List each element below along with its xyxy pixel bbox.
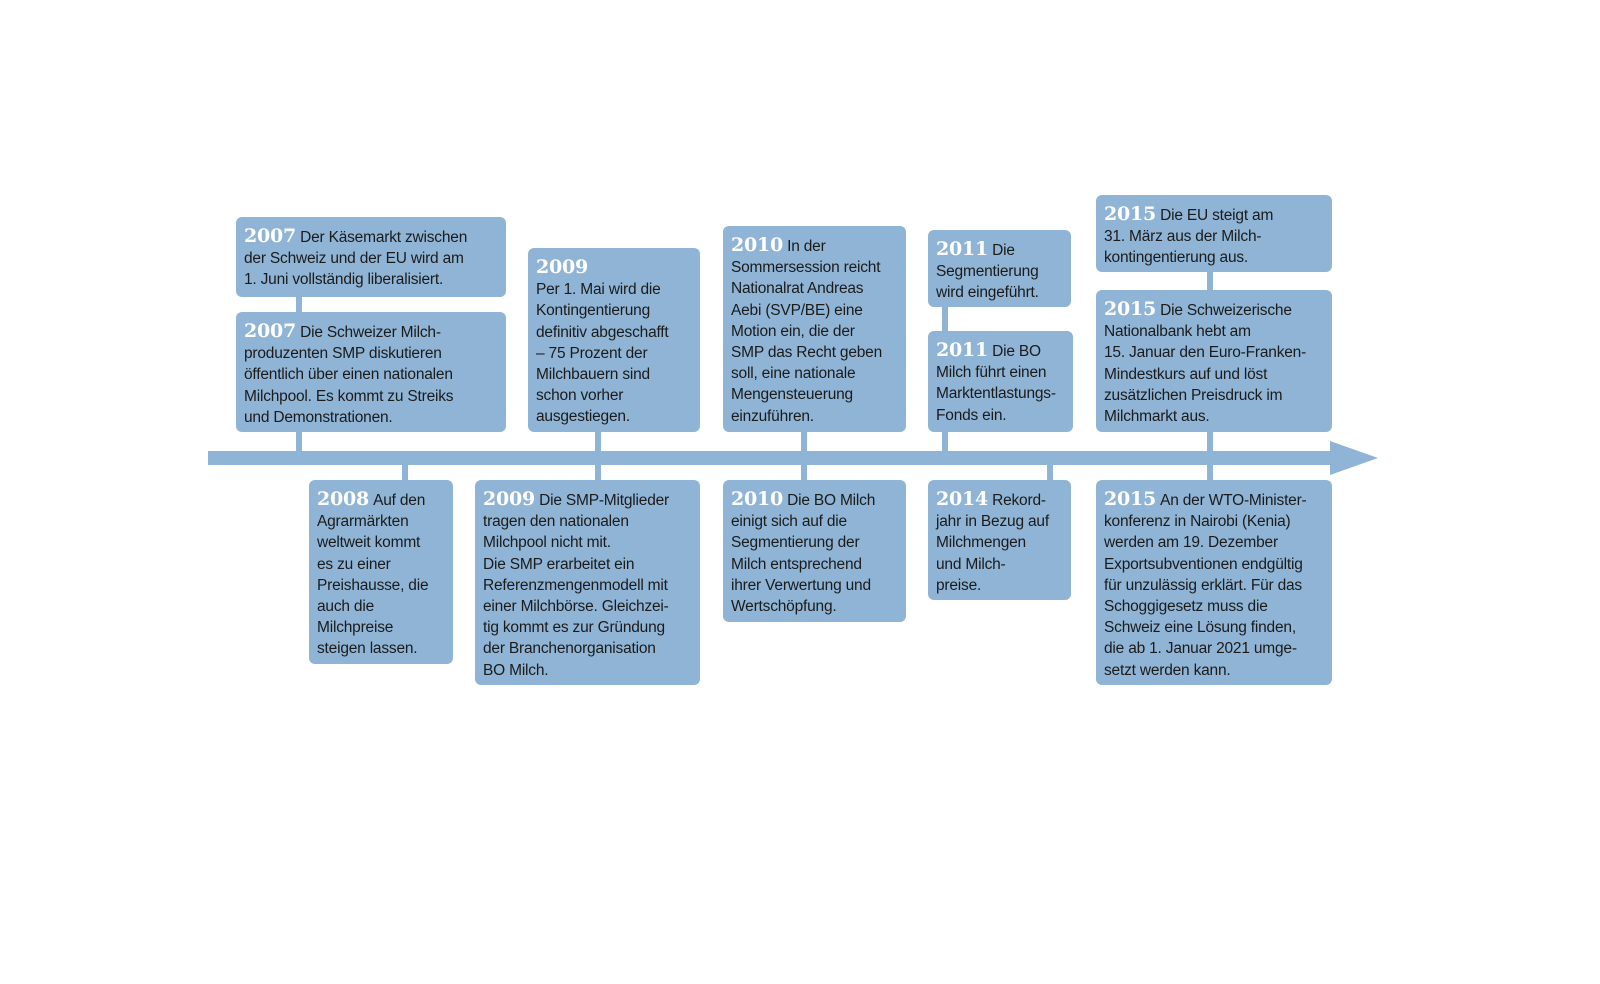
- event-year: 2015: [1104, 298, 1157, 320]
- timeline-arrowhead-icon: [1330, 441, 1378, 475]
- event-year: 2009: [483, 488, 536, 510]
- event-text: Die BO Milch führt einen Marktentlastung…: [936, 343, 1056, 424]
- event-text: An der WTO-Minister- konferenz in Nairob…: [1104, 492, 1307, 679]
- event-year: 2015: [1104, 203, 1157, 225]
- event-2009-kontingentierung: 2009 Per 1. Mai wird die Kontingentierun…: [528, 248, 700, 432]
- event-year: 2015: [1104, 488, 1157, 510]
- event-text: Die Schweizer Milch- produzenten SMP dis…: [244, 324, 454, 426]
- event-text: Die BO Milch einigt sich auf die Segment…: [731, 492, 876, 616]
- timeline-axis: [208, 451, 1332, 465]
- event-year: 2014: [936, 488, 989, 510]
- event-text: Auf den Agrarmärkten weltweit kommt es z…: [317, 492, 429, 658]
- connector: [595, 430, 601, 482]
- event-year: 2010: [731, 234, 784, 256]
- event-text: Die SMP-Mitglieder tragen den nationalen…: [483, 492, 669, 679]
- event-year: 2011: [936, 238, 989, 260]
- event-text: Rekord- jahr in Bezug auf Milchmengen un…: [936, 492, 1049, 594]
- connector: [1047, 458, 1053, 482]
- event-text: Die Segmentierung wird eingeführt.: [936, 242, 1039, 302]
- event-year: 2008: [317, 488, 370, 510]
- event-year: 2010: [731, 488, 784, 510]
- event-year: 2007: [244, 320, 297, 342]
- connector: [402, 458, 408, 482]
- event-text: Die Schweizerische Nationalbank hebt am …: [1104, 302, 1307, 426]
- event-text: Per 1. Mai wird die Kontingentierung def…: [536, 281, 669, 426]
- event-year: 2011: [936, 339, 989, 361]
- connector: [801, 430, 807, 482]
- event-text: In der Sommersession reicht Nationalrat …: [731, 238, 883, 425]
- event-text: Der Käsemarkt zwischen der Schweiz und d…: [244, 229, 468, 289]
- event-text: Die EU steigt am 31. März aus der Milch-…: [1104, 207, 1274, 267]
- event-year: 2009: [536, 256, 589, 278]
- event-year: 2007: [244, 225, 297, 247]
